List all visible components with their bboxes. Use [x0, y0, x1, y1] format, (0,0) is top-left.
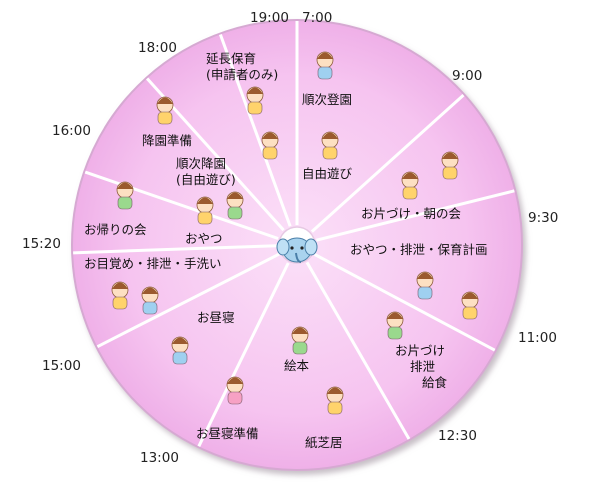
time-label-1230: 12:30 — [438, 428, 477, 444]
sector-divider — [96, 252, 280, 349]
sector-divider — [218, 33, 292, 227]
activity-snack-plan: おやつ・排泄・保育計画 — [350, 242, 488, 257]
sector-divider — [316, 189, 515, 242]
activity-extended-care-1: 延長保育 — [206, 51, 256, 66]
time-label-1800: 18:00 — [138, 40, 177, 56]
time-label-1300: 13:00 — [140, 450, 179, 466]
sector-divider — [310, 94, 465, 233]
sector-divider — [73, 244, 278, 255]
activity-arrival: 順次登園 — [302, 92, 352, 107]
sector-divider — [313, 253, 496, 352]
activity-free-play-pm-1: 順次降園 — [176, 156, 226, 171]
activity-extended-care-2: (申請者のみ) — [206, 67, 278, 82]
activity-free-play: 自由遊び — [302, 166, 353, 181]
activity-nap: お昼寝 — [197, 310, 235, 325]
activity-labels: 順次登園 自由遊び お片づけ・朝の会 おやつ・排泄・保育計画 お片づけ 排泄 給… — [84, 51, 488, 450]
activity-free-play-pm-2: (自由遊び) — [176, 172, 236, 187]
time-label-1520: 15:20 — [22, 236, 61, 252]
activity-tidy-lunch-1: お片づけ — [395, 343, 445, 358]
illustrations — [111, 51, 479, 415]
time-label-0700: 7:00 — [302, 10, 332, 26]
activity-snack-pm: おやつ — [185, 231, 223, 246]
activity-home-prep: 降園準備 — [142, 133, 192, 148]
activity-goodbye: お帰りの会 — [84, 222, 147, 237]
activity-tidy-morning: お片づけ・朝の会 — [361, 206, 462, 221]
sector-divider — [197, 262, 290, 447]
activity-nap-prep: お昼寝準備 — [196, 426, 259, 441]
sector-divider — [305, 261, 411, 440]
time-label-1500: 15:00 — [42, 358, 81, 374]
time-label-0900: 9:00 — [452, 68, 482, 84]
time-label-1900: 19:00 — [250, 10, 289, 26]
activity-kamishibai: 紙芝居 — [305, 435, 343, 450]
activity-tidy-lunch-2: 排泄 — [410, 359, 436, 374]
activity-picture-book: 絵本 — [284, 358, 310, 373]
time-label-1100: 11:00 — [518, 330, 557, 346]
sector-divider — [84, 170, 279, 240]
elephant-mascot-icon — [276, 226, 318, 264]
activity-tidy-lunch-3: 給食 — [422, 375, 448, 390]
time-labels: 7:00 9:00 9:30 11:00 12:30 13:00 15:00 1… — [22, 10, 558, 466]
activity-wake-wash: お目覚め・排泄・手洗い — [84, 256, 222, 271]
time-label-0930: 9:30 — [528, 210, 558, 226]
time-label-1600: 16:00 — [52, 123, 91, 139]
